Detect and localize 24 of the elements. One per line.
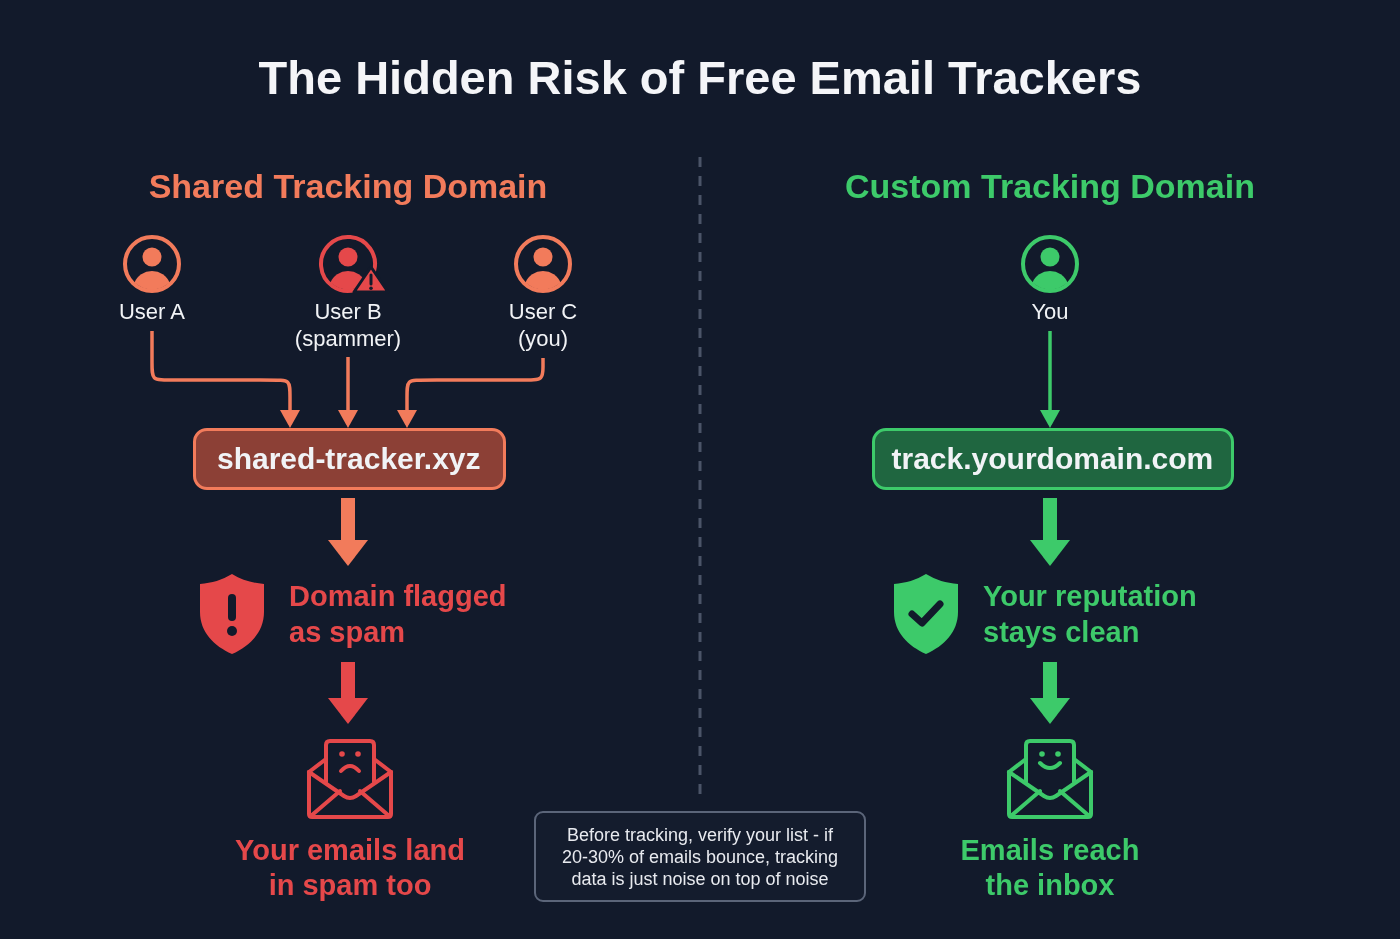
user-label: User A (118, 298, 186, 325)
arrow (150, 331, 300, 428)
user-label: You (1030, 298, 1070, 325)
domain-name: shared-tracker.xyz (217, 441, 482, 477)
arrow (338, 357, 358, 428)
note-text: Before tracking, verify your list - if 20-30% of emails bounce, tracking data is just noise on top of noise (561, 823, 839, 890)
arrow (1030, 662, 1070, 724)
title: The Hidden Risk of Free Email Trackers (258, 50, 1142, 106)
user-label: User C (you) (508, 298, 578, 352)
tracking-domain-box (193, 428, 506, 490)
domain-name: track.yourdomain.com (891, 441, 1215, 477)
status-text: Your reputation stays clean (983, 579, 1198, 650)
outcome-text: Emails reach the inbox (960, 833, 1140, 903)
tracking-domain-box (872, 428, 1234, 490)
arrow (328, 662, 368, 724)
arrow (328, 498, 368, 566)
arrow (1030, 498, 1070, 566)
user-label: User B (spammer) (294, 298, 402, 352)
arrow (1040, 331, 1060, 428)
note-box (534, 811, 866, 902)
section-heading: Custom Tracking Domain (845, 166, 1255, 207)
outcome-text: Your emails land in spam too (234, 833, 466, 903)
section-heading: Shared Tracking Domain (148, 166, 548, 207)
status-text: Domain flagged as spam (289, 579, 508, 650)
